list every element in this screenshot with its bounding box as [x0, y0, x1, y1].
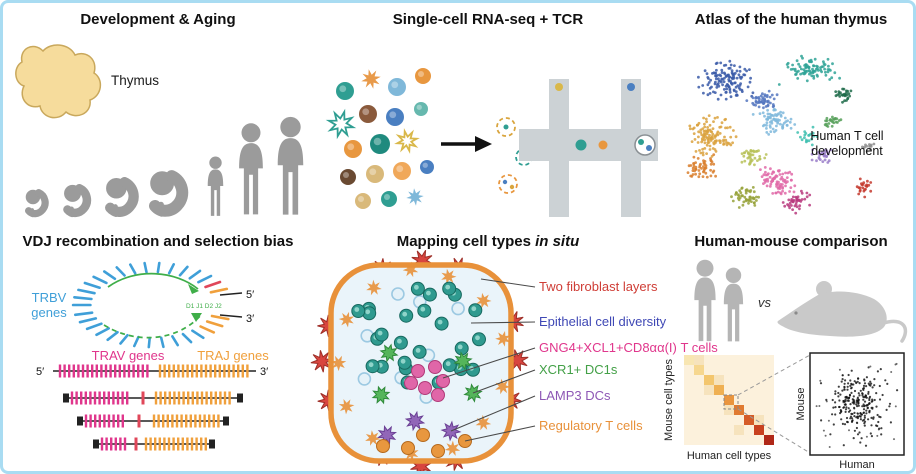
panel-title-insitu-italic: in situ: [535, 233, 580, 250]
traj-genes-label: TRAJ genes: [197, 348, 269, 363]
development-aging-illustration: Thymus: [15, 44, 304, 229]
flow-arrow: [441, 136, 492, 152]
mouse-silhouette: [777, 281, 908, 343]
label-epithelial-diversity: Epithelial cell diversity: [539, 314, 667, 329]
child-silhouette: [207, 156, 224, 216]
dissociated-cells: [325, 68, 434, 209]
human-silhouettes: [694, 259, 744, 342]
panel-title-vdj: VDJ recombination and selection bias: [22, 233, 294, 250]
umap-clusters: [686, 54, 876, 215]
label-fibroblast-layers: Two fibroblast layers: [539, 279, 658, 294]
vdj-illustration: D1 J1 D2 J2 5′ 3′ 5′ 3′: [36, 261, 268, 451]
zoom-callout-lines: [723, 354, 811, 454]
fetus-silhouette: [151, 172, 182, 214]
label-xcr1-dc1s: XCR1+ DC1s: [539, 362, 618, 377]
panel-title-comparison: Human-mouse comparison: [694, 233, 888, 250]
cross-species-heatmap: [684, 355, 774, 445]
heatmap-x-axis-label: Human cell types: [687, 450, 772, 462]
scatter-points: [815, 362, 899, 448]
scrnaseq-illustration: [325, 68, 658, 217]
scatter-y-axis-label: Mouse: [795, 387, 807, 420]
tissue-section-illustration: [310, 249, 536, 471]
scatter-plot: [809, 352, 905, 456]
thymus-label: Thymus: [111, 73, 159, 88]
adult-silhouette: [277, 116, 304, 215]
panel-title-atlas: Atlas of the human thymus: [694, 11, 888, 28]
label-gng4-t-cells: GNG4+XCL1+CD8αα(I) T cells: [539, 340, 718, 355]
human-mouse-comparison-illustration: vs Mouse cell types Human cell types Mou…: [663, 259, 908, 471]
trbv-genes-label: TRBV genes: [31, 290, 67, 320]
tissue-cells: [351, 281, 486, 458]
row-five-prime-label: 5′: [36, 366, 44, 378]
dj-segment-labels: D1 J1 D2 J2: [186, 303, 222, 310]
adult-silhouette: [239, 123, 263, 215]
fetus-silhouette: [107, 179, 134, 215]
heatmap-y-axis-label: Mouse cell types: [663, 359, 675, 441]
panel-title-development-aging: Development & Aging: [80, 11, 236, 28]
tra-locus-rows: [53, 364, 256, 451]
umap-atlas: [686, 54, 876, 215]
microfluidic-chip: [519, 79, 658, 217]
recombination-arrows: [103, 272, 202, 339]
umap-annotation: Human T cell development: [810, 129, 884, 158]
leader-lines: [442, 278, 536, 442]
vs-label: vs: [758, 295, 772, 310]
panel-title-scrnaseq-tcr: Single-cell RNA-seq + TCR: [392, 11, 584, 28]
thymus-shape: [15, 44, 102, 119]
loop-five-prime-label: 5′: [246, 289, 254, 301]
growth-silhouettes: [26, 116, 304, 216]
label-regulatory-t-cells: Regulatory T cells: [539, 418, 643, 433]
panel-title-insitu: Mapping cell types in situ: [335, 233, 641, 250]
fetus-silhouette: [26, 190, 45, 215]
panel-title-insitu-prefix: Mapping cell types: [396, 233, 536, 250]
label-lamp3-dcs: LAMP3 DCs: [539, 388, 611, 403]
trb-locus-loop: [71, 261, 230, 349]
fetus-silhouette: [64, 185, 86, 215]
locus-exit-lines: [219, 292, 243, 318]
loop-three-prime-label: 3′: [246, 313, 254, 325]
trav-genes-label: TRAV genes: [91, 348, 165, 363]
row-three-prime-label: 3′: [260, 366, 268, 378]
scatter-x-axis-label: Human: [839, 459, 874, 471]
